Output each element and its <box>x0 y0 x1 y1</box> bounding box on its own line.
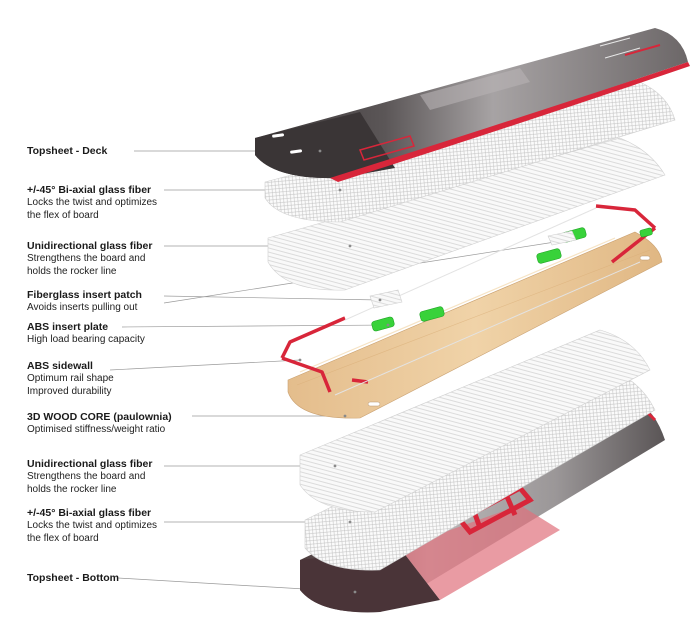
label-title: +/-45° Bi-axial glass fiber <box>27 184 152 196</box>
label-title: Topsheet - Bottom <box>27 572 119 584</box>
label-desc: High load bearing capacity <box>27 334 145 345</box>
label-biaxial-top: +/-45° Bi-axial glass fiber Locks the tw… <box>27 184 157 222</box>
leader-abs-insert-plate <box>121 324 389 328</box>
topsheet-deck-layer <box>255 28 690 182</box>
label-desc: Optimised stiffness/weight ratio <box>27 424 166 435</box>
label-title: Unidirectional glass fiber <box>27 458 153 470</box>
label-unidirectional-bottom: Unidirectional glass fiber Strengthens t… <box>27 458 152 496</box>
label-desc: Optimum rail shape <box>27 373 114 384</box>
label-topsheet-bottom: Topsheet - Bottom <box>27 572 119 585</box>
label-desc: Strengthens the board and <box>27 253 146 264</box>
label-insert-patch: Fiberglass insert patch Avoids inserts p… <box>27 289 142 315</box>
label-title: 3D WOOD CORE (paulownia) <box>27 411 172 423</box>
label-desc: Improved durability <box>27 385 112 397</box>
label-title: Unidirectional glass fiber <box>27 240 153 252</box>
insert-patch-layer-2 <box>547 230 577 246</box>
label-title: Topsheet - Deck <box>27 145 108 157</box>
label-topsheet-deck: Topsheet - Deck <box>27 145 107 158</box>
wood-core-layer <box>287 231 663 419</box>
label-desc: Avoids inserts pulling out <box>27 302 138 313</box>
label-title: +/-45° Bi-axial glass fiber <box>27 507 152 519</box>
biaxial-top-layer <box>264 81 676 223</box>
label-abs-insert-plate: ABS insert plate High load bearing capac… <box>27 321 145 347</box>
label-desc: the flex of board <box>27 209 99 221</box>
label-biaxial-bottom: +/-45° Bi-axial glass fiber Locks the tw… <box>27 507 157 545</box>
leader-insert-patch <box>163 295 381 301</box>
label-unidirectional-top: Unidirectional glass fiber Strengthens t… <box>27 240 152 278</box>
label-wood-core: 3D WOOD CORE (paulownia) Optimised stiff… <box>27 411 172 437</box>
label-desc: holds the rocker line <box>27 265 117 277</box>
unidirectional-top-layer <box>267 137 666 291</box>
label-abs-sidewall: ABS sidewall Optimum rail shape Improved… <box>27 360 114 398</box>
label-desc: Locks the twist and optimizes <box>27 197 158 208</box>
label-title: Fiberglass insert patch <box>27 289 142 301</box>
label-desc: Locks the twist and optimizes <box>27 520 158 531</box>
insert-patch-layer <box>369 289 403 309</box>
leader-anchor-dots <box>298 149 390 594</box>
label-title: ABS sidewall <box>27 360 93 372</box>
abs-sidewall-rail-line-2 <box>334 261 641 396</box>
leader-abs-sidewall <box>109 359 301 371</box>
label-desc: Strengthens the board and <box>27 471 146 482</box>
label-title: ABS insert plate <box>27 321 109 333</box>
label-desc: the flex of board <box>27 532 99 544</box>
unidirectional-bottom-layer <box>299 329 651 513</box>
label-desc: holds the rocker line <box>27 483 117 495</box>
